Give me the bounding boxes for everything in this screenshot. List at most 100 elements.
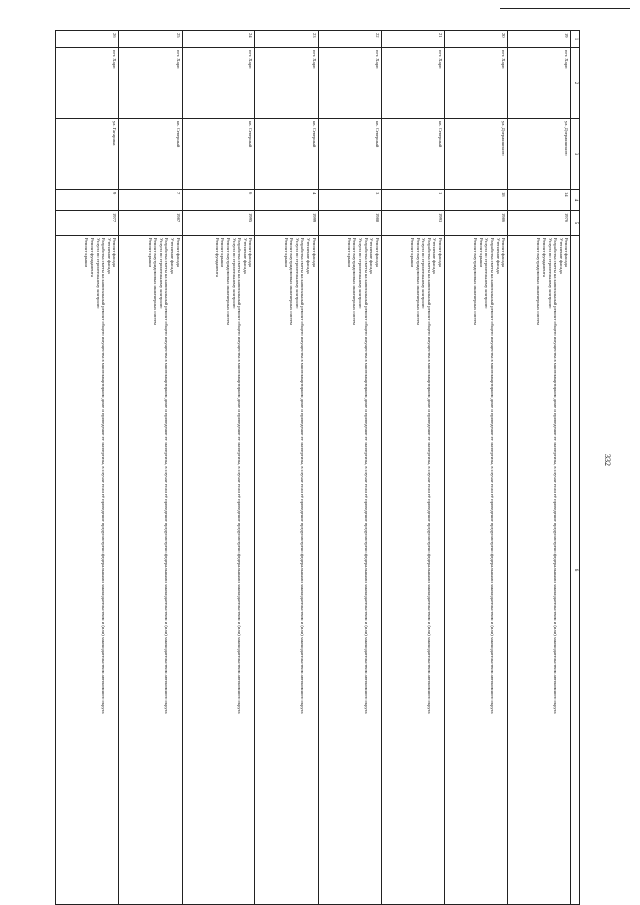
street-cell: ул. Дзержинского [444, 118, 508, 190]
work-item: Разработка сметы на капитальный ремонт о… [237, 238, 243, 714]
column-number-6: 6 [570, 235, 580, 905]
work-item: Ремонт крыши [84, 238, 90, 267]
locality-cell: пгт. Харп [381, 47, 445, 119]
work-item: Услуги по строительному контролю [95, 238, 101, 309]
work-item: Ремонт фасада [374, 238, 380, 267]
work-item: Разработка сметы на капитальный ремонт о… [101, 238, 107, 714]
house-number-cell: 14 [507, 189, 571, 211]
house-number-cell: 3 [318, 189, 382, 211]
work-item: Услуги по строительному контролю [231, 238, 237, 309]
work-item: Утепление фасада [242, 238, 248, 274]
work-item: Ремонт фундамента [89, 238, 95, 277]
work-item: Ремонт крыши [346, 238, 352, 267]
house-number-cell: 1 [381, 189, 445, 211]
row-number: 19 [507, 30, 571, 48]
work-item: Разработка сметы на капитальный ремонт о… [164, 238, 170, 714]
work-item: Утепление фасада [495, 238, 501, 274]
year-built-cell: 1976 [507, 210, 571, 236]
work-item: Ремонт крыши [478, 238, 484, 267]
row-number: 25 [118, 30, 183, 48]
year-built-cell: 1993 [381, 210, 445, 236]
column-number-2: 2 [570, 47, 580, 119]
house-number-cell: 18 [444, 189, 508, 211]
street-cell: кв. Северный [118, 118, 183, 190]
work-item: Услуги по строительному контролю [294, 238, 300, 309]
street-cell: кв. Северный [254, 118, 319, 190]
work-item: Ремонт фасада [112, 238, 118, 267]
year-built-cell: 1999 [254, 210, 319, 236]
work-item: Ремонт внутридомовых инженерных систем [536, 238, 542, 325]
work-item: Ремонт внутридомовых инженерных систем [289, 238, 295, 325]
work-item: Ремонт внутридомовых инженерных систем [153, 238, 159, 325]
column-number-3: 3 [570, 118, 580, 190]
row-number: 24 [182, 30, 255, 48]
work-item: Ремонт внутридомовых инженерных систем [352, 238, 358, 325]
street-cell: кв. Северный [381, 118, 445, 190]
locality-cell: пгт. Харп [55, 47, 119, 119]
work-item: Ремонт фасада [564, 238, 570, 267]
work-item: Ремонт внутридомовых инженерных систем [415, 238, 421, 325]
year-built-cell: 1977 [55, 210, 119, 236]
top-rule [500, 8, 630, 9]
work-item: Утепление фасада [432, 238, 438, 274]
work-item: Ремонт фасада [248, 238, 254, 267]
work-item: Ремонт фасада [311, 238, 317, 267]
work-item: Разработка сметы на капитальный ремонт о… [300, 238, 306, 714]
row-number: 20 [444, 30, 508, 48]
locality-cell: пгт. Харп [118, 47, 183, 119]
house-number-cell: 6 [182, 189, 255, 211]
work-item: Утепление фасада [169, 238, 175, 274]
house-number-cell: 7 [118, 189, 183, 211]
row-number: 26 [55, 30, 119, 48]
column-number-1: 1 [570, 30, 580, 48]
column-number-4: 4 [570, 189, 580, 211]
work-item: Утепление фасада [369, 238, 375, 274]
row-number: 22 [318, 30, 382, 48]
house-number-cell: 9 [55, 189, 119, 211]
work-item: Ремонт крыши [220, 238, 226, 267]
locality-cell: пгт. Харп [444, 47, 508, 119]
work-item: Ремонт внутридомовых инженерных систем [226, 238, 232, 325]
work-item: Ремонт крыши [147, 238, 153, 267]
house-number-cell: 4 [254, 189, 319, 211]
work-item: Утепление фасада [106, 238, 112, 274]
work-item: Ремонт крыши [410, 238, 416, 267]
work-item: Ремонт внутридомовых инженерных систем [473, 238, 479, 325]
locality-cell: пгт. Харп [254, 47, 319, 119]
work-item: Услуги по строительному контролю [158, 238, 164, 309]
year-built-cell: 1987 [118, 210, 183, 236]
street-cell: кв. Северный [182, 118, 255, 190]
work-item: Ремонт фасада [175, 238, 181, 267]
work-item: Разработка сметы на капитальный ремонт о… [363, 238, 369, 714]
year-built-cell: 1995 [182, 210, 255, 236]
locality-cell: пгт. Харп [182, 47, 255, 119]
street-cell: кв. Северный [318, 118, 382, 190]
street-cell: ул. Гагарина [55, 118, 119, 190]
year-built-cell: 1986 [444, 210, 508, 236]
work-item: Ремонт фундамента [542, 238, 548, 277]
page-number: 332 [603, 454, 612, 466]
work-item: Услуги по строительному контролю [547, 238, 553, 309]
locality-cell: пгт. Харп [318, 47, 382, 119]
work-item: Ремонт фасада [438, 238, 443, 267]
